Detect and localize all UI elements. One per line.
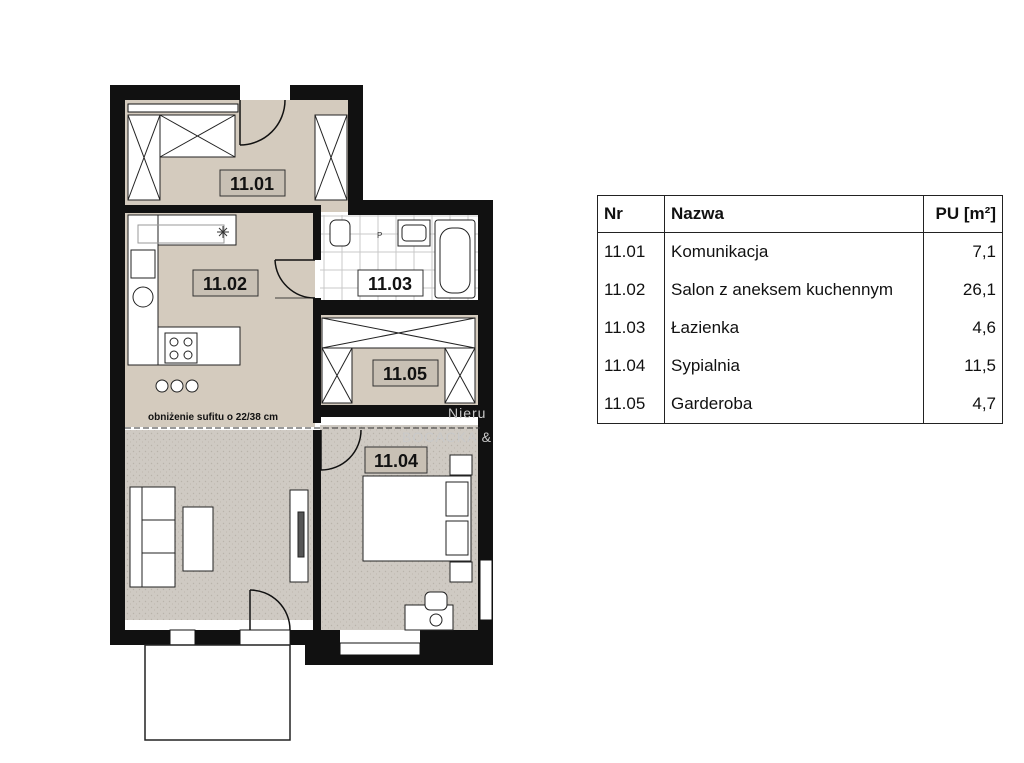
room-tag-11-02: 11.02 — [192, 269, 259, 297]
header-nr: Nr — [597, 195, 665, 233]
room-area-table: Nr Nazwa PU [m²] 11.01 Komunikacja 7,1 1… — [597, 195, 1003, 424]
wardrobe-11-05 — [321, 317, 476, 404]
entry-door — [239, 85, 290, 146]
balcony-door — [249, 589, 291, 631]
bathroom-fixtures: P — [329, 219, 476, 299]
table-row: 11.01 Komunikacja 7,1 — [597, 232, 1003, 271]
svg-text:11.02: 11.02 — [203, 274, 247, 294]
room-area: 4,6 — [923, 309, 1003, 347]
balcony — [144, 644, 291, 741]
room-area: 7,1 — [923, 232, 1003, 271]
svg-text:11.04: 11.04 — [374, 451, 418, 471]
kitchen-light-icon — [217, 226, 229, 238]
tv-stand — [289, 489, 309, 583]
svg-text:BOCACKA &: BOCACKA & — [402, 429, 492, 445]
table-row: 11.02 Salon z aneksem kuchennym 26,1 — [597, 271, 1003, 309]
room-name: Sypialnia — [664, 347, 924, 385]
room-number: 11.02 — [597, 271, 665, 309]
wardrobe-right — [314, 114, 348, 201]
table-row: 11.05 Garderoba 4,7 — [597, 385, 1003, 424]
watermark-logo: Nieru BOCACKA & — [402, 405, 492, 445]
room-name: Komunikacja — [664, 232, 924, 271]
outer-walls — [110, 85, 493, 665]
room-number: 11.04 — [597, 347, 665, 385]
table-header-row: Nr Nazwa PU [m²] — [597, 195, 1003, 233]
room-area: 11,5 — [923, 347, 1003, 385]
room-tag-11-05: 11.05 — [372, 359, 439, 387]
ceiling-note: obniżenie sufitu o 22/38 cm — [148, 412, 278, 423]
sofa — [129, 486, 214, 588]
header-name: Nazwa — [664, 195, 924, 233]
bed — [362, 454, 473, 583]
room-area: 4,7 — [923, 385, 1003, 424]
svg-text:P: P — [377, 231, 382, 240]
floor-plan: P — [110, 85, 493, 741]
svg-text:11.05: 11.05 — [383, 364, 427, 384]
room-name: Salon z aneksem kuchennym — [664, 271, 924, 309]
room-tag-11-03: 11.03 — [357, 269, 424, 297]
room-number: 11.03 — [597, 309, 665, 347]
header-area: PU [m²] — [923, 195, 1003, 233]
room-tag-11-01: 11.01 — [219, 169, 286, 197]
svg-text:11.01: 11.01 — [230, 174, 274, 194]
desk-chair — [404, 591, 454, 631]
bathroom-door — [274, 259, 316, 299]
room-number: 11.05 — [597, 385, 665, 424]
room-number: 11.01 — [597, 232, 665, 271]
wardrobe-left — [127, 114, 236, 201]
bedroom-door — [320, 429, 362, 471]
inner-walls — [125, 205, 480, 630]
svg-text:11.03: 11.03 — [368, 274, 412, 294]
room-area: 26,1 — [923, 271, 1003, 309]
svg-text:Nieru: Nieru — [448, 405, 486, 421]
table-row: 11.03 Łazienka 4,6 — [597, 309, 1003, 347]
room-name: Łazienka — [664, 309, 924, 347]
table-row: 11.04 Sypialnia 11,5 — [597, 347, 1003, 385]
room-name: Garderoba — [664, 385, 924, 424]
room-tag-11-04: 11.04 — [364, 446, 428, 474]
